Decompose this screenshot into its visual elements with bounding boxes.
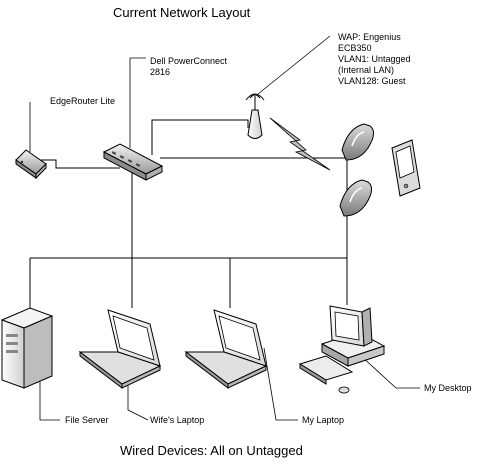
diagram-footer: Wired Devices: All on Untagged (120, 443, 303, 458)
my-laptop-label: My Laptop (302, 415, 345, 425)
router-label: EdgeRouter Lite (50, 96, 116, 106)
wife-laptop-icon (78, 309, 162, 390)
switch-label: Dell PowerConnect 2816 (150, 56, 227, 78)
link-router-switch (38, 159, 120, 169)
wireless-signal-icon (269, 117, 331, 171)
wife-laptop-label: Wife's Laptop (150, 415, 205, 425)
phone-icon (339, 179, 372, 217)
wap-label-line: (Internal LAN) (338, 65, 395, 75)
wap-label: WAP: Engenius ECB350 VLAN1: Untagged (In… (338, 32, 411, 87)
desktop-icon (298, 305, 386, 394)
my-laptop-icon (184, 309, 268, 390)
file-server-icon (0, 307, 54, 389)
callout-lines (29, 35, 420, 421)
router-icon (15, 149, 47, 180)
phone-icon (341, 123, 374, 161)
diagram-title: Current Network Layout (113, 5, 251, 20)
wap-icon (245, 93, 265, 139)
link-switch-trunk (131, 169, 140, 308)
switch-icon (102, 143, 164, 181)
my-desktop-label: My Desktop (424, 383, 472, 393)
tablet-icon (391, 139, 421, 197)
switch-label-line: Dell PowerConnect (150, 56, 228, 66)
wap-label-line: WAP: Engenius (338, 32, 401, 42)
wap-label-line: VLAN128: Guest (338, 76, 406, 86)
switch-label-line: 2816 (150, 67, 171, 77)
file-server-label: File Server (65, 415, 109, 425)
link-switch-desktop (160, 157, 348, 305)
wap-label-line: VLAN1: Untagged (338, 54, 411, 64)
wap-label-line: ECB350 (338, 43, 372, 53)
link-switch-wap (151, 119, 249, 155)
